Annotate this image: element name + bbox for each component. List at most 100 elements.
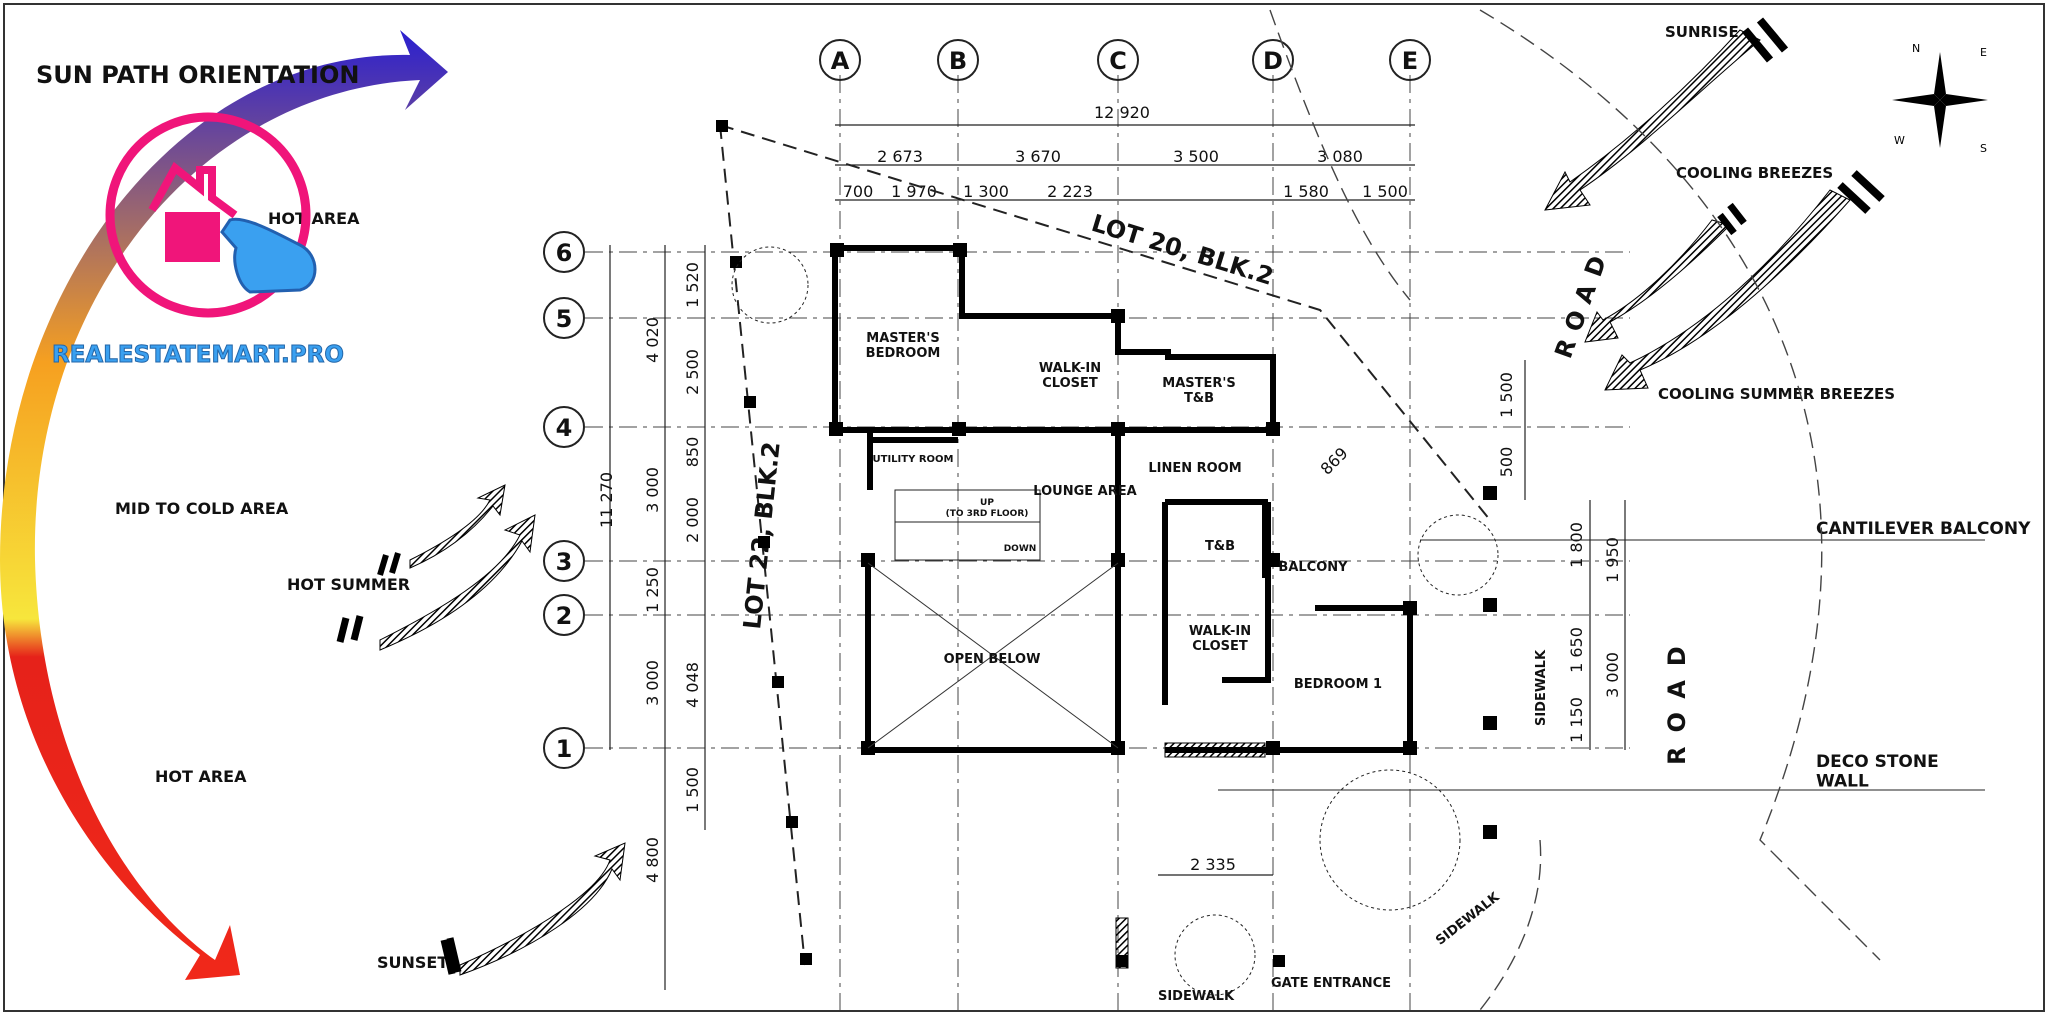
zone-label-top: HOT AREA xyxy=(268,209,360,228)
dim-left-sub-2: 2 500 xyxy=(683,349,702,395)
dim-left-main-2: 3 000 xyxy=(643,467,662,513)
dim-right-4: 1 800 xyxy=(1567,522,1586,568)
grid-row-6: 6 xyxy=(556,239,573,267)
watermark-text: REALESTATEMART.PRO xyxy=(52,342,344,368)
stair xyxy=(894,489,1041,561)
sun-path-arc xyxy=(0,30,448,980)
grid-col-b: B xyxy=(949,47,967,75)
dim-left-sub-1: 1 520 xyxy=(683,262,702,308)
site-curbs xyxy=(1269,9,1881,1011)
grid-bubbles-columns: A B C D E xyxy=(819,39,1431,81)
grid-row-5: 5 xyxy=(556,305,573,333)
dim-left-sub-4: 2 000 xyxy=(683,497,702,543)
dim-right-2: 500 xyxy=(1497,447,1516,478)
road-label-top: ROAD xyxy=(1549,243,1615,362)
dim-top-sub-5: 1 580 xyxy=(1283,182,1329,201)
sun-path-diagram: SUN PATH ORIENTATION HOT AREA MID TO COL… xyxy=(0,30,626,980)
grid-row-1: 1 xyxy=(556,735,573,763)
watermark-ring xyxy=(105,112,311,318)
trees xyxy=(731,246,1499,996)
dim-right-7: 3 000 xyxy=(1603,652,1622,698)
dim-top-sub-3: 1 300 xyxy=(963,182,1009,201)
compass-rose-icon: N E S W xyxy=(1892,42,1988,155)
dim-right-6: 1 650 xyxy=(1567,627,1586,673)
label-linen-room: LINEN ROOM xyxy=(1148,461,1241,476)
house-icon xyxy=(148,161,238,262)
zone-label-bottom: HOT AREA xyxy=(155,767,247,786)
label-sunrise: SUNRISE xyxy=(1665,23,1739,41)
grid-bubbles-rows: 6 5 4 3 2 1 xyxy=(543,231,585,769)
label-open-below: OPEN BELOW xyxy=(944,652,1041,667)
label-cantilever-balcony: CANTILEVER BALCONY xyxy=(1816,519,2031,539)
dim-top-sub-1: 700 xyxy=(843,182,874,201)
label-utility-room: UTILITY ROOM xyxy=(873,454,954,465)
grid-col-d: D xyxy=(1263,47,1283,75)
sun-path-title: SUN PATH ORIENTATION xyxy=(36,61,359,89)
gate-post xyxy=(1115,917,1129,969)
grid-row-2: 2 xyxy=(556,602,573,630)
label-tb: T&B xyxy=(1205,539,1235,554)
label-down: DOWN xyxy=(1004,544,1037,554)
dim-left-main-1: 4 020 xyxy=(643,317,662,363)
label-cooling-summer-breezes: COOLING SUMMER BREEZES xyxy=(1658,385,1895,403)
dim-left-total: 11 270 xyxy=(597,472,616,528)
dim-left-sub-7: 1 500 xyxy=(683,767,702,813)
breeze-arrows xyxy=(1544,17,1885,391)
compass-w: W xyxy=(1894,134,1905,147)
dim-left-sub-5: 1 250 xyxy=(643,567,662,613)
grid-col-c: C xyxy=(1109,47,1127,75)
dim-top-total: 12 920 xyxy=(1094,103,1150,122)
dim-right-8: 1 150 xyxy=(1567,697,1586,743)
road-label-right: ROAD xyxy=(1663,632,1691,765)
zone-label-mid: MID TO COLD AREA xyxy=(115,499,289,518)
dim-top-bay-2: 3 670 xyxy=(1015,147,1061,166)
compass-e: E xyxy=(1980,46,1987,59)
leader-lines xyxy=(1218,539,1985,791)
wind-label-hot-summer: HOT SUMMER xyxy=(287,575,410,594)
dim-left-main-3: 3 000 xyxy=(643,660,662,706)
open-below-void xyxy=(867,562,1119,749)
compass-s: S xyxy=(1980,142,1987,155)
dim-top-sub-2: 1 970 xyxy=(891,182,937,201)
watermark-logo: REALESTATEMART.PRO xyxy=(52,112,344,369)
dimension-lines-left xyxy=(609,245,706,990)
label-gate-entrance: GATE ENTRANCE xyxy=(1271,976,1391,991)
dim-top-bay-1: 2 673 xyxy=(877,147,923,166)
grid-row-3: 3 xyxy=(556,548,573,576)
dim-right-1: 1 500 xyxy=(1497,372,1516,418)
wind-label-sunset: SUNSET xyxy=(377,953,448,972)
dim-left-sub-3: 850 xyxy=(683,437,702,468)
sunset-arrow xyxy=(440,842,626,976)
label-to-3rd-floor: (TO 3RD FLOOR) xyxy=(946,509,1029,519)
label-cooling-breezes: COOLING BREEZES xyxy=(1676,164,1833,182)
dim-top-sub-4: 2 223 xyxy=(1047,182,1093,201)
dim-top-bay-3: 3 500 xyxy=(1173,147,1219,166)
label-up: UP xyxy=(980,498,994,508)
dim-top-sub-6: 1 500 xyxy=(1362,182,1408,201)
dim-left-sub-6: 4 048 xyxy=(683,662,702,708)
grid-col-e: E xyxy=(1402,47,1418,75)
label-lounge-area: LOUNGE AREA xyxy=(1033,484,1136,499)
dim-right-3: 869 xyxy=(1317,444,1352,479)
building-walls xyxy=(832,245,1413,753)
deco-stone-wall xyxy=(1164,742,1266,758)
dim-right-5: 1 950 xyxy=(1603,537,1622,583)
pointer-hand-icon xyxy=(220,217,317,294)
compass-n: N xyxy=(1912,42,1920,55)
lot-label-22: LOT 22, BLK.2 xyxy=(738,440,786,630)
dimension-lines-right xyxy=(1524,360,1626,750)
dim-left-main-4: 4 800 xyxy=(643,837,662,883)
grid-col-a: A xyxy=(831,47,850,75)
hot-summer-arrows xyxy=(336,484,536,651)
label-sidewalk-right: SIDEWALK xyxy=(1534,649,1549,726)
dim-bottom-1: 2 335 xyxy=(1190,855,1236,874)
dimension-lines-top xyxy=(835,124,1415,201)
structural-columns xyxy=(716,120,1497,967)
dim-top-bay-4: 3 080 xyxy=(1317,147,1363,166)
grid-row-4: 4 xyxy=(556,414,573,442)
